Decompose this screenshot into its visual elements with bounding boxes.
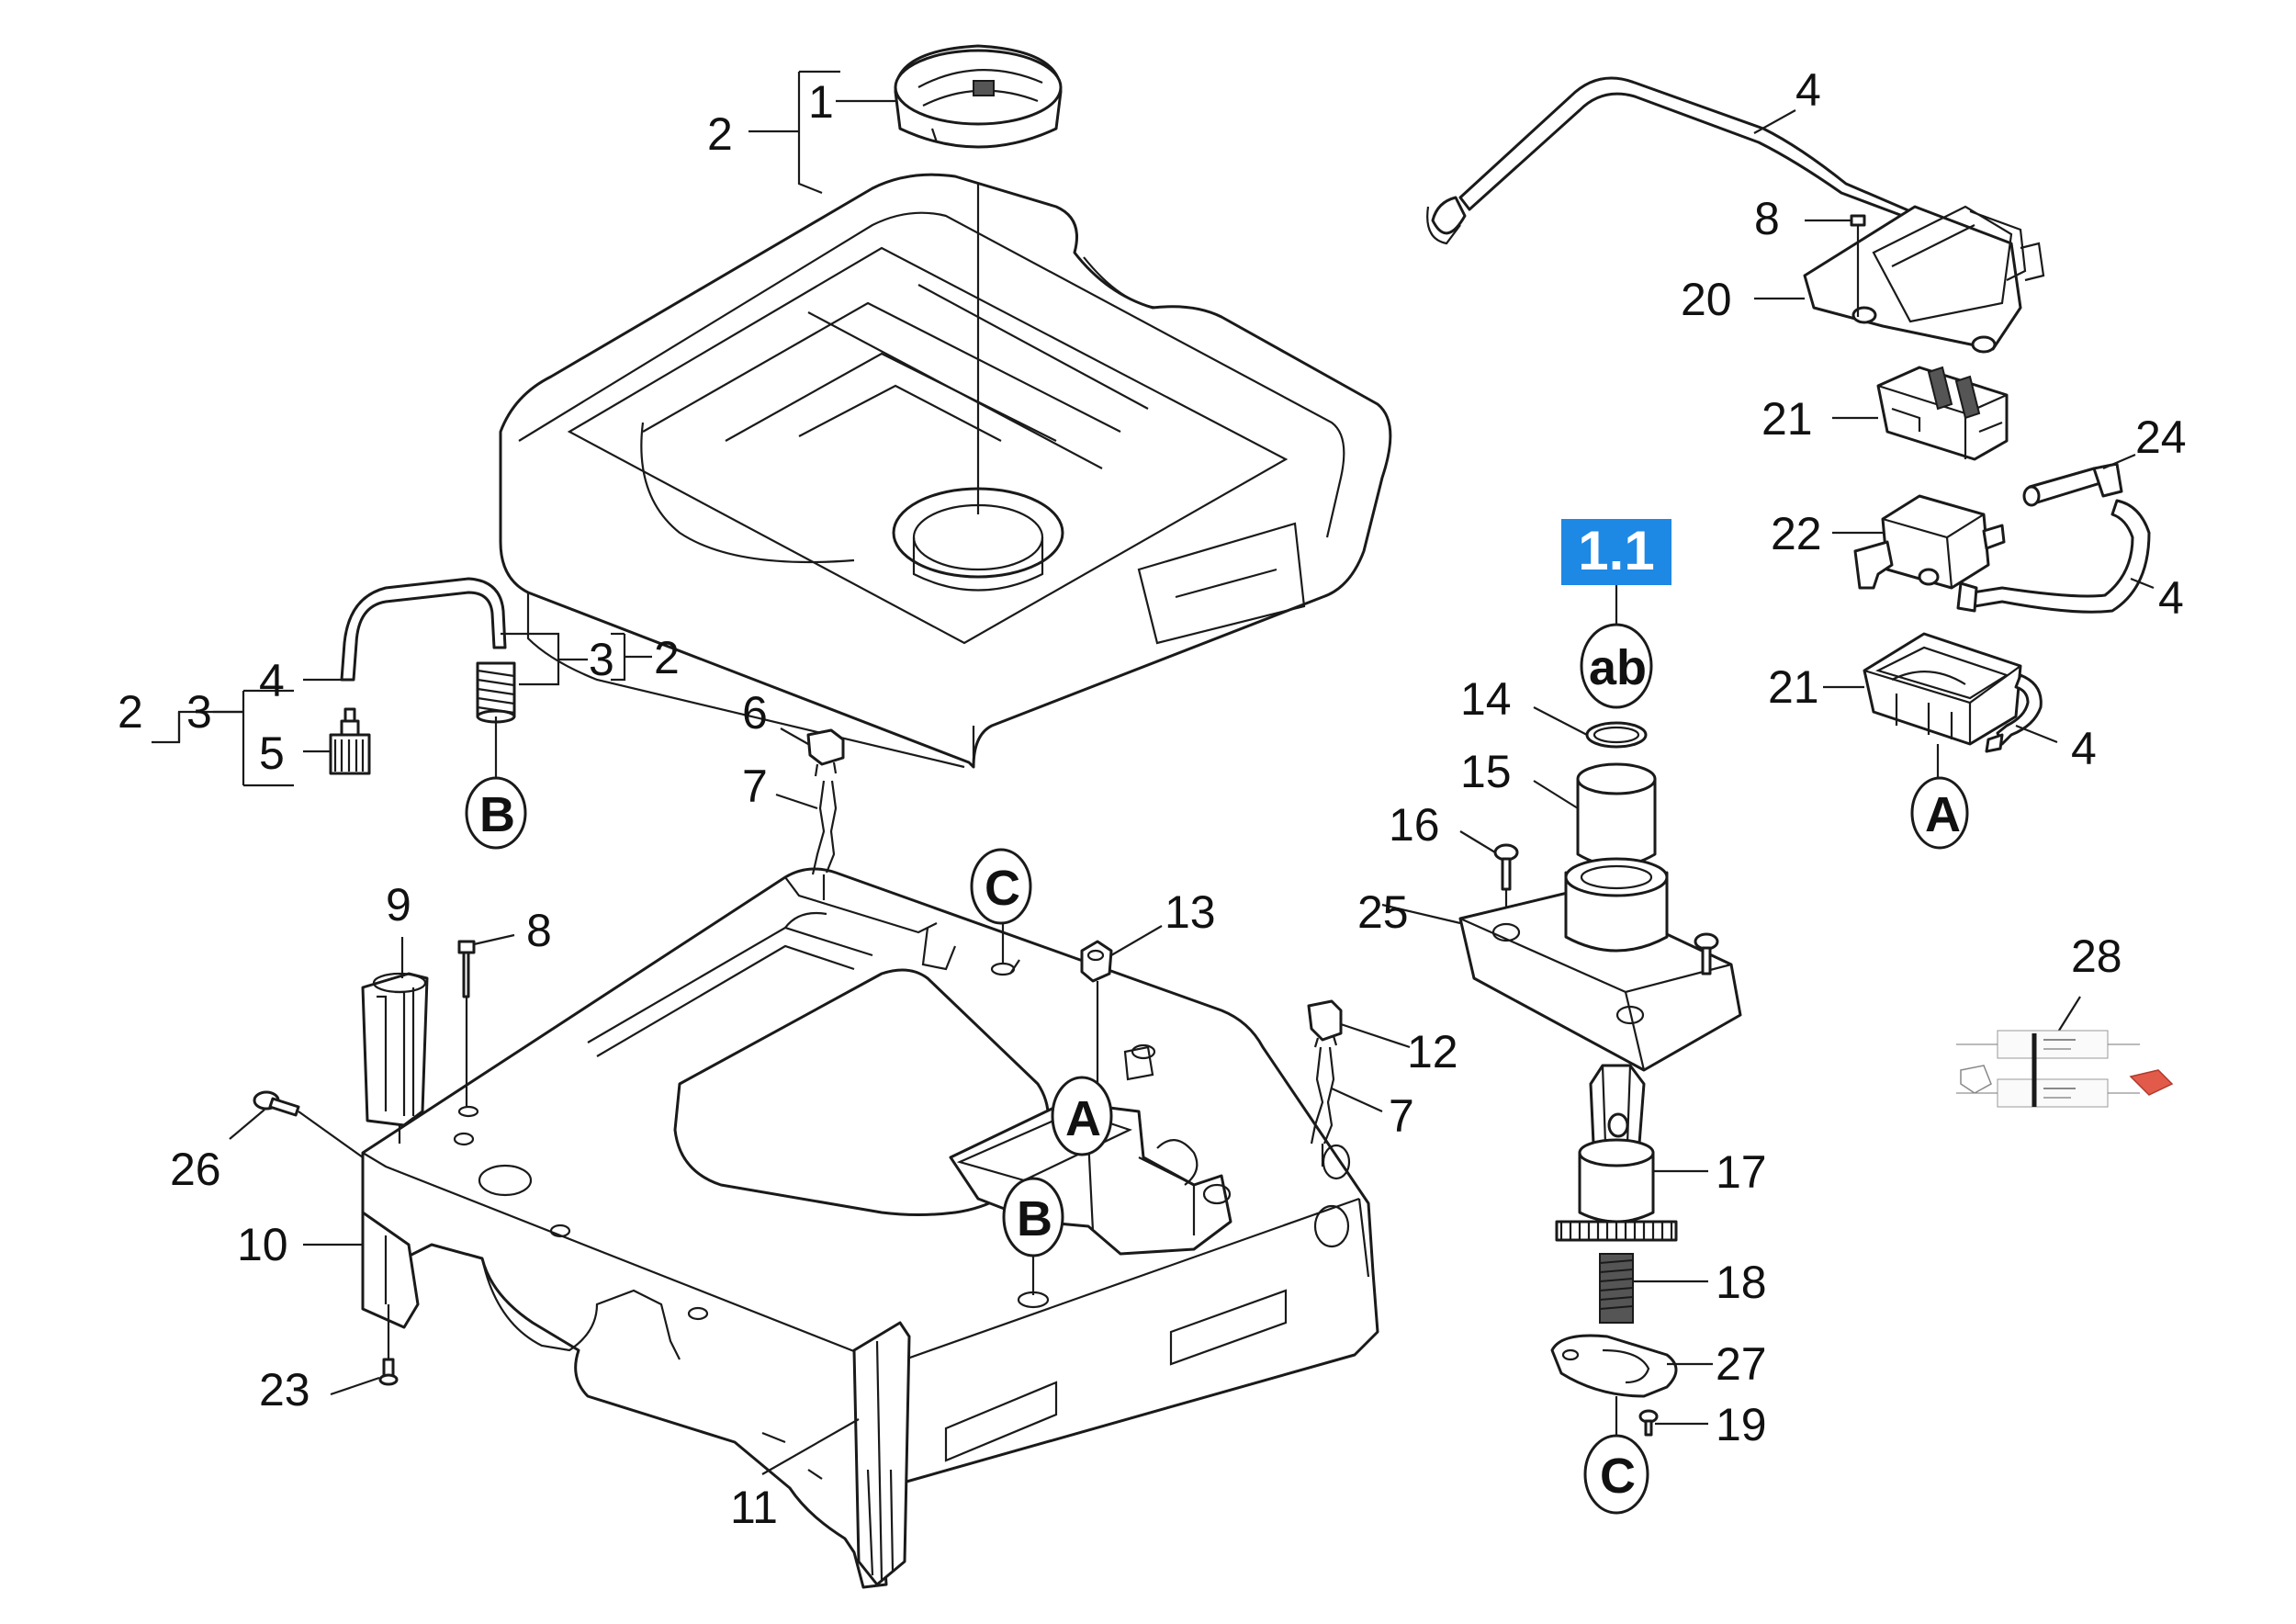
- filler-cap: [894, 44, 1063, 149]
- o-ring-14: [1585, 721, 1648, 749]
- grommet-13: [1080, 940, 1113, 1102]
- marker-ab: ab: [1580, 623, 1653, 709]
- clip-7-b: [1310, 1046, 1335, 1167]
- label-13: 13: [1165, 886, 1216, 938]
- label-11: 11: [730, 1482, 778, 1533]
- label-22: 22: [1771, 508, 1822, 559]
- screw-26: [253, 1090, 364, 1158]
- label-2-mid: 2: [654, 632, 680, 683]
- bracket-1-2: [748, 70, 895, 195]
- hose-4-mid: [1956, 499, 2151, 614]
- svg-text:C: C: [985, 861, 1020, 916]
- label-21-a: 21: [1761, 393, 1813, 445]
- switch-block-21-top: [1876, 366, 2009, 461]
- main-base: [361, 867, 1379, 1589]
- clip-6: [806, 728, 845, 777]
- label-28: 28: [2071, 930, 2122, 982]
- svg-text:A: A: [1065, 1091, 1101, 1146]
- label-19: 19: [1716, 1399, 1767, 1450]
- label-20: 20: [1681, 274, 1732, 325]
- label-15: 15: [1460, 746, 1512, 797]
- svg-text:B: B: [479, 787, 515, 842]
- label-8-mid: 8: [526, 905, 552, 956]
- screw-plate: [1694, 932, 1719, 976]
- sleeve-15: [1576, 762, 1657, 867]
- svg-text:A: A: [1925, 787, 1961, 842]
- nipple-5: [329, 707, 371, 775]
- label-3-left: 3: [186, 686, 212, 738]
- svg-text:1.1: 1.1: [1578, 520, 1654, 581]
- label-4-c: 4: [2071, 723, 2097, 774]
- label-4-top: 4: [1795, 64, 1821, 116]
- label-17: 17: [1716, 1146, 1767, 1198]
- marker-c-bottom: C: [1583, 1434, 1649, 1515]
- marker-c-top: C: [970, 848, 1032, 925]
- label-21-b: 21: [1768, 661, 1819, 713]
- svg-text:B: B: [1017, 1191, 1052, 1246]
- plate-25: [1458, 857, 1742, 1072]
- label-7-b: 7: [1389, 1090, 1414, 1142]
- marker-a-center: A: [1051, 1076, 1113, 1156]
- hose-4-left: [340, 577, 507, 682]
- label-27: 27: [1716, 1338, 1767, 1390]
- label-3-mid: 3: [589, 634, 614, 685]
- clip-12: [1307, 999, 1343, 1048]
- label-12: 12: [1407, 1026, 1458, 1077]
- clip-9: [361, 972, 429, 1127]
- label-24: 24: [2135, 412, 2187, 463]
- housing-21-bottom: [1863, 632, 2022, 746]
- marker-a-right: A: [1910, 776, 1969, 850]
- label-7-a: 7: [742, 761, 768, 812]
- marker-b-left: B: [465, 776, 527, 850]
- highlight-1-1[interactable]: 1.1: [1561, 519, 1671, 585]
- label-23: 23: [259, 1364, 310, 1415]
- screw-23: [378, 1304, 399, 1386]
- screw-19: [1638, 1409, 1659, 1437]
- solenoid-22: [1853, 494, 2006, 590]
- label-4-b: 4: [2158, 572, 2184, 624]
- tank-cover: [499, 173, 1392, 769]
- post-11: [852, 1321, 911, 1586]
- label-2-left: 2: [118, 686, 143, 738]
- label-16: 16: [1389, 799, 1440, 851]
- label-1: 1: [808, 76, 834, 128]
- elbow-24: [2022, 462, 2123, 507]
- plate-27: [1550, 1334, 1678, 1398]
- clip-7-a: [811, 780, 838, 900]
- bracket-mid: [501, 632, 652, 686]
- label-14: 14: [1460, 673, 1512, 725]
- label-18: 18: [1716, 1257, 1767, 1308]
- panel-10: [361, 1211, 420, 1329]
- marker-b-center: B: [1002, 1177, 1064, 1257]
- label-26: 26: [170, 1144, 221, 1195]
- coupling-3: [476, 661, 516, 724]
- label-8-top: 8: [1754, 193, 1780, 244]
- screw-8-mid: [457, 940, 479, 1118]
- label-2-top: 2: [707, 108, 733, 160]
- bracket-left: [152, 689, 294, 787]
- label-sheet-28: [1956, 996, 2174, 1108]
- valve-housing-20: [1803, 205, 2045, 354]
- label-25: 25: [1357, 886, 1409, 938]
- svg-text:C: C: [1600, 1449, 1636, 1504]
- label-10: 10: [237, 1219, 288, 1270]
- label-6: 6: [742, 687, 768, 739]
- label-5: 5: [259, 727, 285, 779]
- label-4-left: 4: [259, 655, 285, 706]
- label-9: 9: [386, 879, 411, 930]
- hose-4-low: [1985, 673, 2043, 753]
- hose-top-right: [1426, 76, 1917, 245]
- pump-17: [1555, 1064, 1678, 1242]
- spring-18: [1599, 1253, 1634, 1324]
- svg-text:ab: ab: [1589, 640, 1647, 695]
